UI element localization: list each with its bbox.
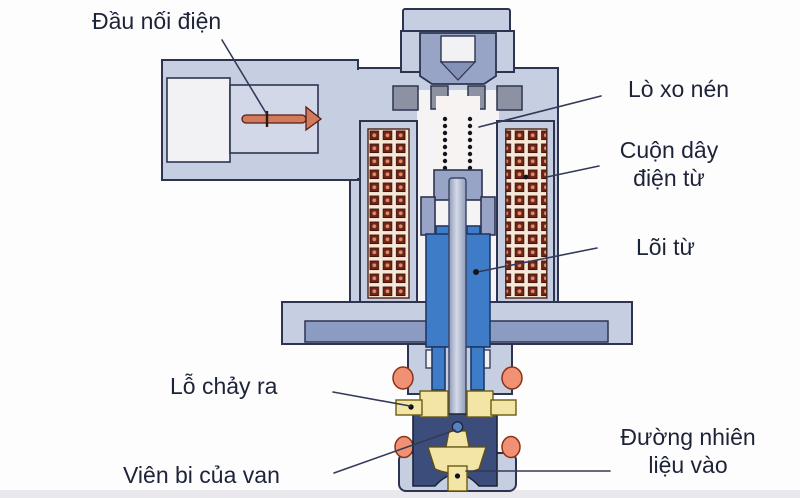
fuel-inlet-passage [447,465,468,492]
label-compression-spring: Lò xo nén [628,76,730,102]
leader-endpoints [473,174,529,275]
solenoid-coil-left [359,120,418,306]
pole-bushings [392,85,523,111]
label-outflow-hole: Lỗ chảy ra [170,373,278,399]
scan-edge-band [0,490,800,498]
electrical-connector-housing [161,59,361,181]
valve-seat [395,390,517,418]
armature-top [420,169,496,236]
label-electrical-connector: Đầu nối điện [92,8,222,34]
leader-lines [221,39,611,474]
label-magnetic-core: Lõi từ [636,234,695,260]
o-rings-upper [392,366,523,390]
label-solenoid-coil: Cuộn dây điện từ [619,137,719,192]
o-rings-lower [394,435,521,459]
plunger-shaft [448,177,467,428]
spring-adjuster [419,32,497,85]
connector-socket-cavity [166,77,231,163]
label-fuel-inlet: Đường nhiên liệu vào [620,424,756,479]
label-valve-ball: Viên bi của van [123,462,280,488]
connector-pin [241,105,323,132]
solenoid-coil-right [496,120,555,306]
